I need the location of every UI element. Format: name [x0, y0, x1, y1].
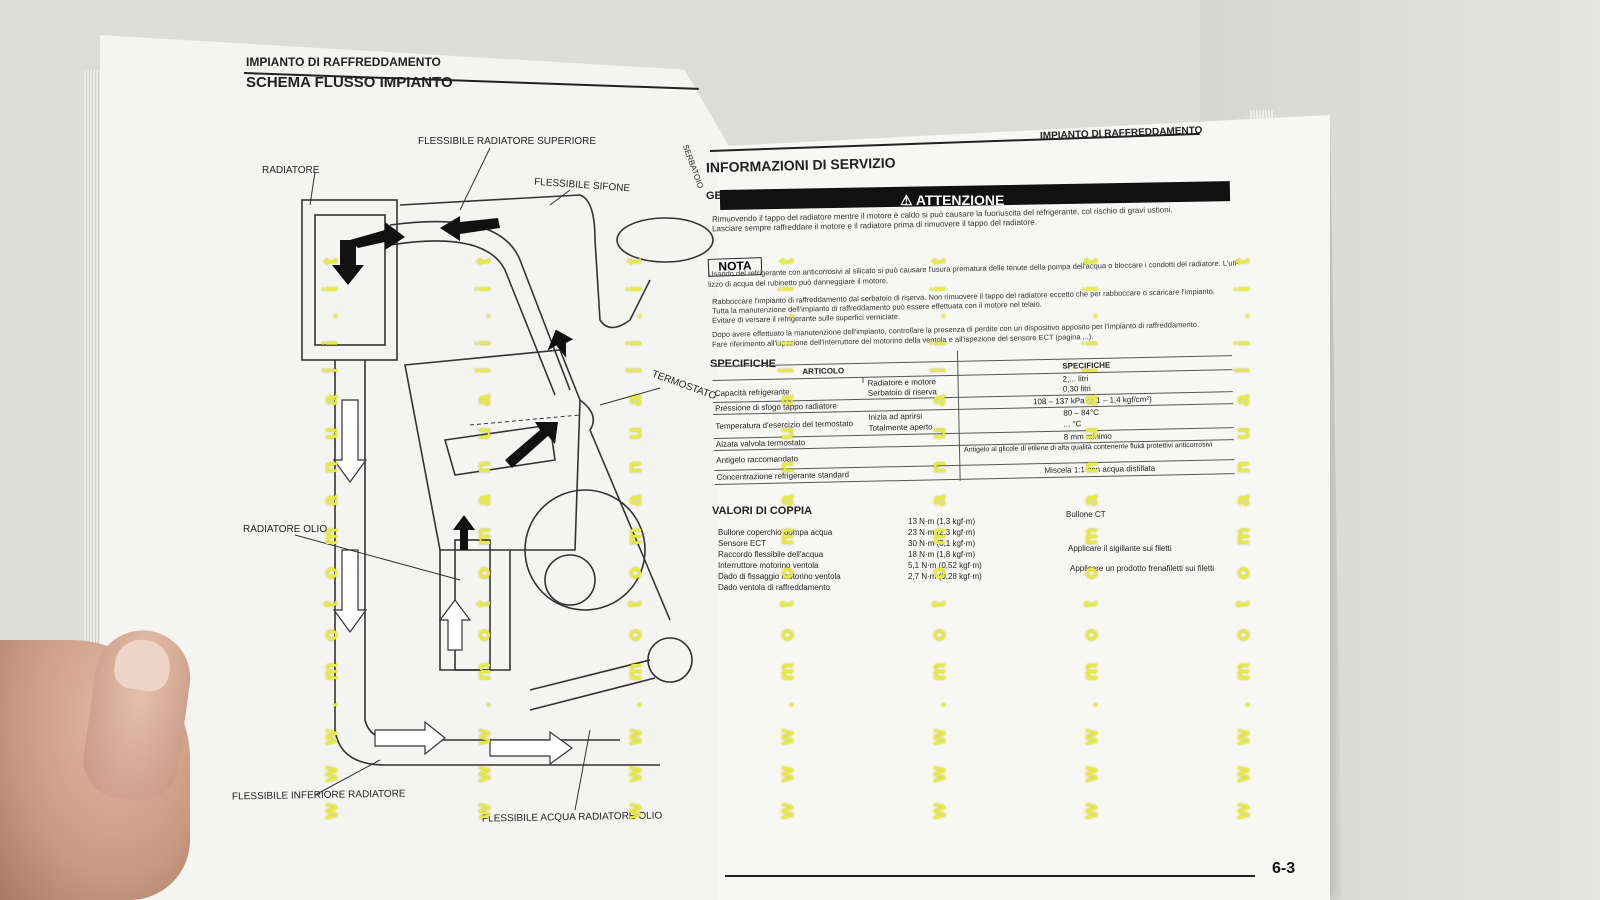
watermark-1: w w w . m o t o m a n u a l i . i t [320, 250, 342, 819]
right-page [718, 115, 1330, 900]
torque-row-6-value: 2,7 N·m (0,28 kgf·m) [908, 572, 982, 581]
label-oil-radiator: RADIATORE OLIO [243, 524, 328, 535]
torque-row-4-value: 18 N·m (1,8 kgf·m) [908, 550, 976, 559]
label-upper-hose: FLESSIBILE RADIATORE SUPERIORE [418, 136, 597, 147]
torque-row-5-note: Applicare un prodotto frenafiletti sui f… [1070, 564, 1215, 573]
reserve-tank-shape [616, 217, 714, 263]
torque-row-4-note: Applicare il sigillante sui filetti [1068, 544, 1172, 553]
watermark-3: w w w . m o t o m a n u a l i . i t [624, 250, 646, 819]
specs-row-5-sub: Totalmente aperto [868, 422, 933, 433]
torque-row-5-item: Dado di fissaggio motorino ventola [718, 572, 841, 581]
torque-row-3-value: 30 N·m (3,1 kgf·m) [908, 539, 976, 548]
specs-header-item: ARTICOLO [802, 366, 845, 377]
specs-title: SPECIFICHE [710, 358, 777, 370]
specs-row-2-sub: Serbatoio di riserva [867, 387, 937, 398]
torque-title: VALORI DI COPPIA [712, 505, 813, 517]
water-pump-shape [647, 637, 693, 683]
radiator-shape [301, 199, 398, 361]
specs-row-5-value: ... °C [1063, 419, 1082, 429]
torque-row-1-item: Bullone coperchio pompa acqua [718, 528, 833, 537]
watermark-5: w w w . m o t o m a n u a l i . i t [928, 250, 950, 819]
watermark-7: w w w . m o t o m a n u a l i . i t [1232, 250, 1254, 819]
torque-row-5-value: 5,1 N·m (0,52 kgf·m) [908, 561, 982, 570]
engine-block-shape [404, 349, 581, 551]
cooling-flow-diagram [294, 147, 714, 811]
torque-row-1-value: 13 N·m (1,3 kgf·m) [908, 517, 976, 526]
specs-row-1-sub: Radiatore e motore [867, 377, 937, 388]
watermark-2: w w w . m o t o m a n u a l i . i t [473, 250, 495, 819]
attention-label: ⚠ ATTENZIONE [900, 192, 1005, 208]
left-page [100, 35, 735, 900]
watermark-6: w w w . m o t o m a n u a l i . i t [1080, 250, 1102, 819]
label-radiator: RADIATORE [262, 165, 320, 176]
specs-row-4-sub: Inizia ad aprirsi [868, 411, 923, 422]
torque-row-2-value: 23 N·m (2,3 kgf·m) [908, 528, 976, 537]
torque-row-6-item: Dado ventola di raffreddamento [718, 583, 830, 592]
torque-row-2-item: Sensore ECT [718, 539, 767, 548]
crankcase-shape [524, 489, 646, 611]
torque-row-3-item: Raccordo flessibile dell'acqua [718, 550, 824, 559]
watermark-4: w w w . m o t o m a n u a l i . i t [776, 250, 798, 819]
page-number: 6-3 [1272, 860, 1296, 877]
torque-row-4-item: Interruttore motorino ventola [718, 561, 819, 570]
footer-rule [725, 875, 1255, 877]
torque-row-1-note: Bullone CT [1066, 510, 1106, 519]
left-page-header: IMPIANTO DI RAFFREDDAMENTO [246, 55, 441, 69]
